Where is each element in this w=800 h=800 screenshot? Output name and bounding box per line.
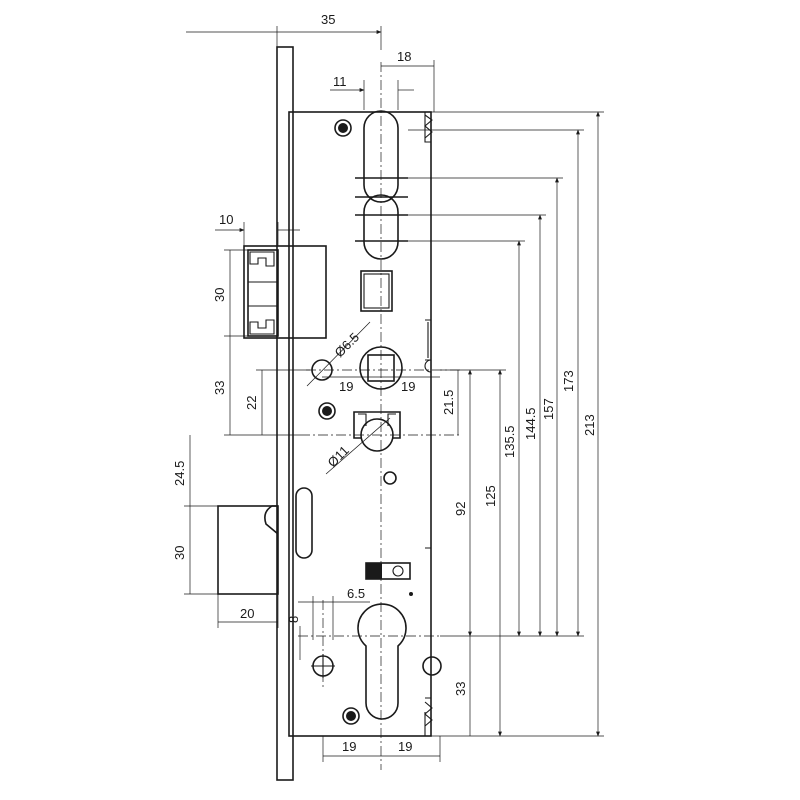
top-screw-inner xyxy=(338,123,348,133)
dim-21-5: 21.5 xyxy=(441,390,456,415)
vertical-slot xyxy=(295,487,313,559)
screw-mid xyxy=(318,402,336,420)
top-screw xyxy=(334,119,352,137)
case-notch-bottom xyxy=(424,701,433,727)
dim-144-5: 144.5 xyxy=(523,407,538,440)
case-notch-top xyxy=(424,114,433,139)
small-latch-pin xyxy=(392,565,404,577)
small-hole xyxy=(383,471,397,485)
dim-30-bolt: 30 xyxy=(172,546,187,560)
bottom-right-hole xyxy=(422,656,442,676)
deadbolt-hook xyxy=(264,505,279,535)
dim-173: 173 xyxy=(561,370,576,392)
dim-10: 10 xyxy=(219,212,233,227)
dim-213: 213 xyxy=(582,414,597,436)
latch-bolt-housing xyxy=(243,245,327,339)
dim-19-bottom-left: 19 xyxy=(342,739,356,754)
dim-dia-11: Ø11 xyxy=(325,443,352,470)
dim-24-5: 24.5 xyxy=(172,461,187,486)
bottom-screw-inner xyxy=(346,711,356,721)
dim-33-lower: 33 xyxy=(453,682,468,696)
dim-33-upper: 33 xyxy=(212,381,227,395)
center-lines xyxy=(298,62,462,770)
dimension-labels: 35 18 11 10 30 33 22 24.5 30 20 Ø6.5 19 … xyxy=(172,12,597,754)
dim-18: 18 xyxy=(397,49,411,64)
dim-19-bottom-right: 19 xyxy=(398,739,412,754)
latch-bolt-top-hook xyxy=(249,251,275,267)
small-latch-dark xyxy=(366,563,382,579)
dim-125: 125 xyxy=(483,485,498,507)
bottom-screw xyxy=(342,707,360,725)
dim-6-5: 6.5 xyxy=(347,586,365,601)
lock-body xyxy=(217,46,442,781)
dim-22: 22 xyxy=(244,396,259,410)
euro-cylinder-cutout xyxy=(357,603,407,720)
square-slot-inner xyxy=(363,273,390,309)
case-edge-detail xyxy=(424,112,431,736)
deadbolt xyxy=(217,505,279,595)
dim-19-left: 19 xyxy=(339,379,353,394)
dim-8: 8 xyxy=(286,616,301,623)
case-notch-mid xyxy=(424,322,432,373)
tiny-dot xyxy=(409,592,413,596)
square-slot xyxy=(360,270,393,312)
dim-30-latch: 30 xyxy=(212,288,227,302)
dim-20: 20 xyxy=(240,606,254,621)
latch-bolt-bottom-hook xyxy=(249,319,275,335)
dim-135-5: 135.5 xyxy=(502,425,517,458)
dim-11: 11 xyxy=(333,74,347,89)
screw-mid-inner xyxy=(322,406,332,416)
dimension-lines xyxy=(184,26,604,762)
dim-92: 92 xyxy=(453,502,468,516)
latch-bolt xyxy=(247,249,279,337)
dim-19-right: 19 xyxy=(401,379,415,394)
dim-157: 157 xyxy=(541,398,556,420)
lock-case xyxy=(288,111,432,737)
cam-housing xyxy=(353,411,401,439)
cam-hook xyxy=(358,413,396,426)
dim-dia-6-5: Ø6.5 xyxy=(332,330,363,361)
dim-35: 35 xyxy=(321,12,335,27)
faceplate xyxy=(276,46,294,781)
